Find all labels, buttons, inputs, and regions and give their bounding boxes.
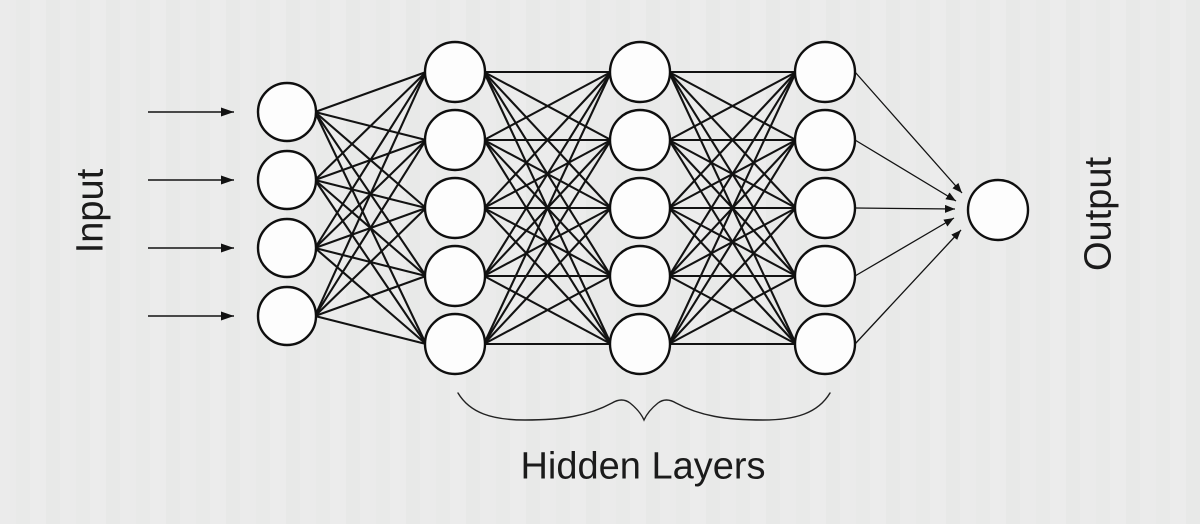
- hidden-3-node: [793, 108, 857, 172]
- edge-line: [668, 71, 797, 345]
- hidden-1-node: [423, 40, 487, 104]
- input-node: [256, 81, 318, 143]
- hidden-3-node: [793, 176, 857, 240]
- edge-line: [483, 71, 612, 209]
- edge-line: [668, 71, 797, 277]
- hidden-layers-label: Hidden Layers: [520, 445, 766, 488]
- edge-line: [668, 71, 797, 141]
- hidden-1-node: [423, 108, 487, 172]
- input-node: [256, 217, 318, 279]
- edge-line: [314, 71, 427, 181]
- edge-line: [483, 207, 612, 345]
- edge-line: [668, 207, 797, 345]
- edge-line: [314, 71, 427, 317]
- hidden-1-node: [423, 244, 487, 308]
- input-node: [256, 149, 318, 211]
- hidden-2-node: [608, 108, 672, 172]
- edge-line: [314, 71, 427, 113]
- output-connector-arrow: [854, 71, 963, 194]
- hidden-layers-brace: [457, 392, 831, 422]
- edge-line: [483, 275, 612, 345]
- edge-line: [314, 207, 427, 317]
- edge-line: [668, 139, 797, 345]
- hidden-3-node: [793, 312, 857, 376]
- hidden-2-node: [608, 244, 672, 308]
- hidden-1-node: [423, 176, 487, 240]
- hidden-3-node: [793, 244, 857, 308]
- output-connector-arrow: [854, 139, 957, 202]
- edge-line: [314, 314, 427, 346]
- hidden-3-node: [793, 40, 857, 104]
- edge-line: [668, 71, 797, 209]
- output-connector-arrow: [854, 217, 955, 277]
- hidden-2-node: [608, 312, 672, 376]
- edge-line: [483, 71, 612, 345]
- output-label: Output: [1077, 156, 1120, 272]
- output-connector-arrow: [854, 229, 962, 345]
- edge-line: [314, 275, 427, 317]
- hidden-2-node: [608, 176, 672, 240]
- edge-line: [668, 275, 797, 345]
- edge-line: [483, 139, 612, 345]
- hidden-1-node: [423, 312, 487, 376]
- edge-line: [314, 139, 427, 317]
- output-node: [966, 178, 1030, 242]
- edge-line: [314, 71, 427, 249]
- output-connector-arrow: [854, 204, 956, 213]
- input-label: Input: [69, 168, 112, 254]
- input-node: [256, 285, 318, 347]
- edge-line: [483, 71, 612, 141]
- edge-line: [483, 71, 612, 277]
- hidden-2-node: [608, 40, 672, 104]
